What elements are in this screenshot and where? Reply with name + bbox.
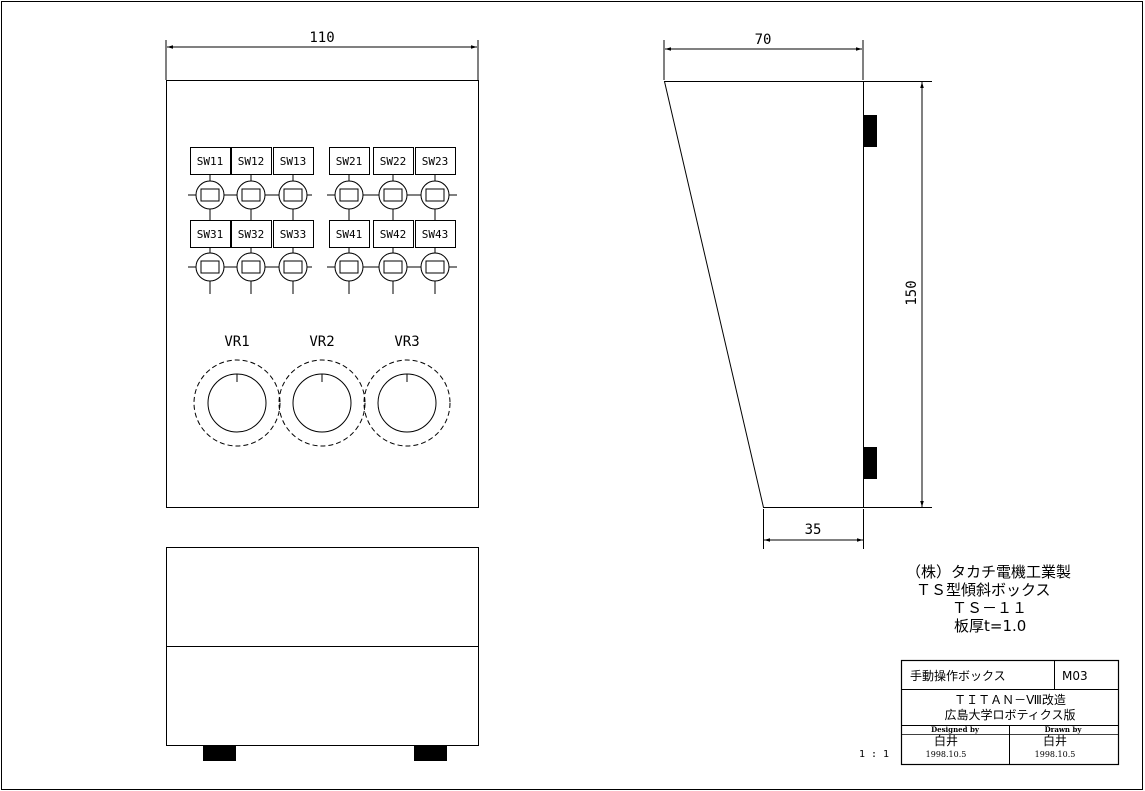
volume-label: VR3 [394,334,419,350]
switch-row-2: SW31 SW32 SW33 SW41 SW42 SW43 [188,220,457,294]
tb-project: ＴＩＴＡＮ－Ⅷ改造 [954,693,1066,707]
side-profile [663,81,864,508]
height-dimension-text: 150 [904,280,920,305]
toggle-switch-lever [425,260,445,274]
switch-label-box [329,147,370,175]
switch-label: SW22 [380,155,407,168]
toggle-switch-lever [283,188,303,202]
volume-knob [377,373,437,433]
volume-outer-ring [278,359,366,447]
foot-left [203,746,236,761]
switch-label: SW43 [422,228,449,241]
bottom-dimension-text: 35 [805,522,822,538]
note-maker: （株）タカチ電機工業製 [906,563,1071,581]
switch-label-box [273,147,314,175]
notes: （株）タカチ電機工業製 ＴＳ型傾斜ボックス ＴＳ－１１ 板厚t=1.0 [906,563,1071,635]
switch-label: SW12 [238,155,265,168]
switch-label: SW11 [197,155,224,168]
title-block: 手動操作ボックス M03 ＴＩＴＡＮ－Ⅷ改造 広島大学ロボティクス版 Desig… [859,659,1120,766]
toggle-switch-lever [200,260,220,274]
bottom-view [166,547,479,761]
volume-outer-ring [363,359,451,447]
tb-code: M03 [1062,669,1088,683]
toggle-switch-lever [241,260,261,274]
toggle-switch-lever [283,260,303,274]
switch-label: SW33 [280,228,307,241]
side-view: 70 150 35 [663,32,932,549]
note-part: ＴＳ－１１ [952,599,1027,617]
toggle-switch-lever [383,188,403,202]
toggle-switch-lever [200,188,220,202]
switch-label: SW21 [336,155,363,168]
switch-label-box [415,220,456,248]
toggle-switch-lever [339,260,359,274]
tb-drawn-date: 1998.10.5 [1035,750,1076,759]
volume-knobs: VR1 VR2 VR3 [193,334,451,447]
tb-org: 広島大学ロボティクス版 [945,707,1076,722]
switch-label: SW13 [280,155,307,168]
tb-designed-date: 1998.10.5 [926,750,967,759]
width-dimension-text: 110 [309,30,334,46]
scale-text: 1 : 1 [859,749,889,760]
tb-drawer: 白井 [1043,733,1067,748]
volume-knob [207,373,267,433]
switch-label: SW41 [336,228,363,241]
volume-knob [292,373,352,433]
switch-row-1: SW11 SW12 SW13 SW21 SW22 SW23 [188,147,457,222]
side-foot-bottom [863,447,877,479]
front-panel [166,80,479,508]
note-model: ＴＳ型傾斜ボックス [916,581,1051,599]
switch-label: SW23 [422,155,449,168]
switch-label-box [190,147,231,175]
switch-label-box [231,220,272,248]
tb-designed-label: Designed by [931,725,980,734]
switch-label-box [190,220,231,248]
foot-right [414,746,447,761]
switch-label-box [231,147,272,175]
switch-label: SW31 [197,228,224,241]
note-thickness: 板厚t=1.0 [954,617,1026,635]
volume-label: VR1 [224,334,249,350]
switch-label: SW32 [238,228,265,241]
toggle-switch-lever [425,188,445,202]
tb-title: 手動操作ボックス [910,668,1006,683]
top-dimension-text: 70 [755,32,772,48]
toggle-switch-lever [383,260,403,274]
volume-outer-ring [193,359,281,447]
side-foot-top [863,115,877,147]
tb-drawn-label: Drawn by [1045,725,1083,734]
tb-designer: 白井 [934,733,958,748]
switch-label-box [373,220,414,248]
toggle-switch-lever [241,188,261,202]
toggle-switch-lever [339,188,359,202]
switch-label-box [373,147,414,175]
volume-label: VR2 [309,334,334,350]
switch-label: SW42 [380,228,407,241]
